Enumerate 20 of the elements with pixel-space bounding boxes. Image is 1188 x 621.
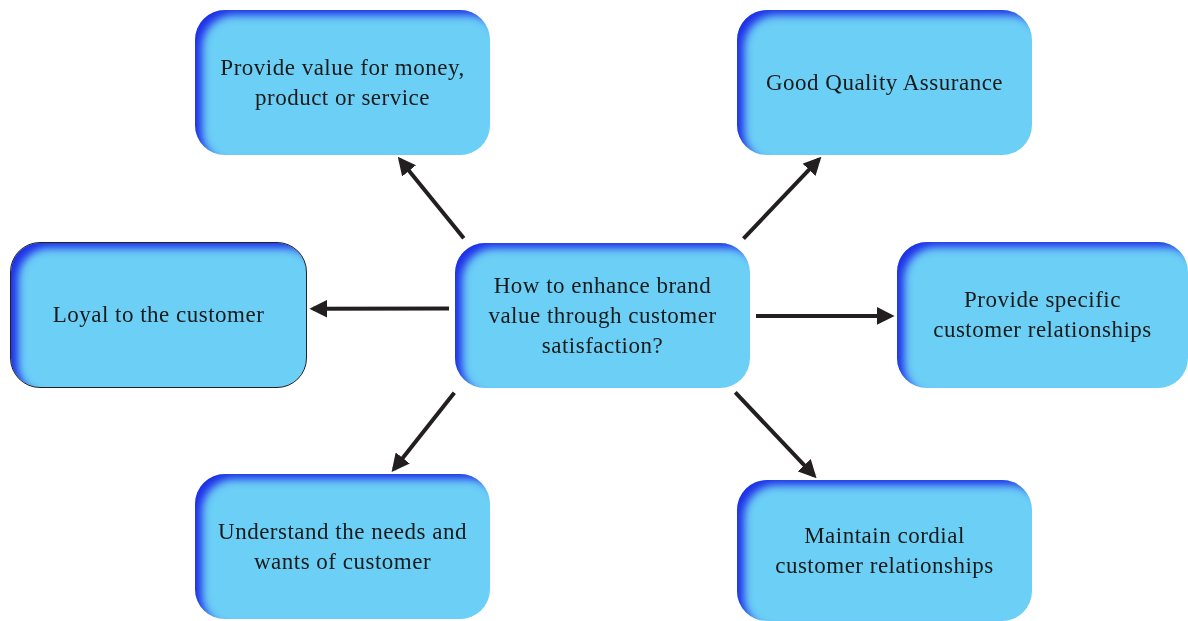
- box-text: How to enhance brand value through customer satisfaction?: [487, 271, 718, 360]
- arrow: [733, 391, 817, 479]
- arrow: [756, 306, 895, 325]
- rounded-box: [195, 10, 490, 155]
- arrow: [742, 156, 822, 241]
- rounded-box: [455, 243, 750, 388]
- rounded-box: [897, 242, 1188, 388]
- rounded-box: [10, 242, 307, 388]
- box-text: Maintain cordial customer relationships: [774, 521, 995, 580]
- box-text: Provide value for money, product or service: [219, 53, 466, 112]
- rounded-box: [737, 480, 1032, 621]
- box-text: Good Quality Assurance: [765, 68, 1004, 97]
- rounded-box: [195, 474, 490, 619]
- arrow: [309, 299, 449, 318]
- arrow: [391, 391, 456, 473]
- box-text: Understand the needs and wants of customer: [217, 517, 468, 576]
- rounded-box: [737, 10, 1032, 155]
- arrow: [397, 156, 466, 240]
- box-text: Loyal to the customer: [52, 301, 265, 329]
- box-text: Provide specific customer relationships: [932, 286, 1153, 344]
